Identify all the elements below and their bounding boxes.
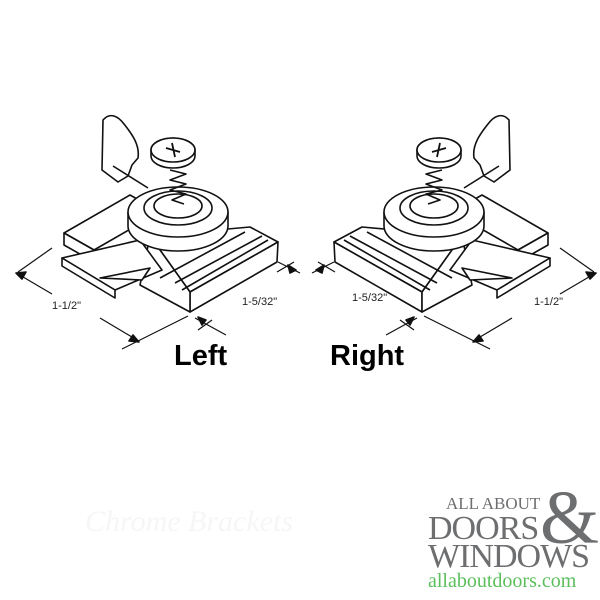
right-bracket-drawing (311, 114, 597, 350)
logo-url: allaboutdoors.com (428, 570, 577, 592)
left-bracket-drawing (15, 114, 301, 350)
logo-line-2: DOORS (428, 510, 539, 547)
logo-line-1: ALL ABOUT (446, 494, 541, 513)
right-label: Right (330, 340, 405, 372)
watermark-text: Chrome Brackets (85, 505, 294, 538)
left-depth-dimension: 1-5/32" (242, 296, 278, 308)
right-width-dimension: 1-1/2" (534, 296, 563, 308)
logo-line-3: WINDOWS (428, 538, 590, 575)
right-depth-dimension: 1-5/32" (352, 292, 388, 304)
left-width-dimension: 1-1/2" (52, 300, 81, 312)
logo-ampersand: & (540, 476, 600, 560)
left-label: Left (174, 340, 228, 372)
